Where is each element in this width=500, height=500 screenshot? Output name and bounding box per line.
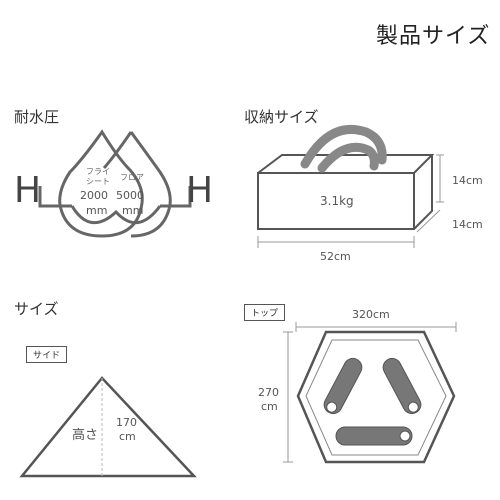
storage-width: 52cm: [320, 250, 351, 263]
sleeping-bags-icon: [323, 357, 422, 446]
floor-value: 5000: [116, 189, 144, 202]
water-drops-icon: [38, 129, 192, 238]
height-label: 高さ: [72, 428, 99, 443]
fly-value: 2000: [80, 189, 108, 202]
height-value-2: cm: [119, 430, 136, 443]
floor-label: フロア: [120, 173, 144, 182]
size-heading: サイズ: [14, 300, 59, 318]
top-width: 320cm: [352, 308, 390, 321]
storage-height: 14cm: [452, 174, 483, 187]
fly-unit: mm: [86, 204, 108, 217]
storage-weight: 3.1kg: [320, 194, 354, 208]
page-title: 製品サイズ: [376, 24, 491, 49]
tent-side-icon: [19, 376, 197, 478]
h-left-label: H: [14, 170, 42, 211]
storage-dimensions: [257, 154, 444, 248]
storage-bag-icon: [257, 154, 435, 230]
fly-label-1: フライ: [86, 167, 110, 176]
top-depth-1: 270: [258, 386, 279, 399]
floor-unit: mm: [122, 204, 144, 217]
storage-depth: 14cm: [452, 218, 483, 231]
top-depth-2: cm: [261, 400, 278, 413]
tent-top-icon: [283, 322, 457, 464]
top-tag: トップ: [244, 304, 286, 321]
water-pressure-heading: 耐水圧: [14, 108, 60, 126]
side-tag: サイド: [26, 346, 68, 363]
bag-handles-icon: [300, 124, 387, 173]
height-value-1: 170: [116, 416, 137, 429]
h-right-label: H: [186, 170, 214, 211]
storage-heading: 収納サイズ: [244, 108, 319, 126]
fly-label-2: シート: [86, 177, 110, 186]
